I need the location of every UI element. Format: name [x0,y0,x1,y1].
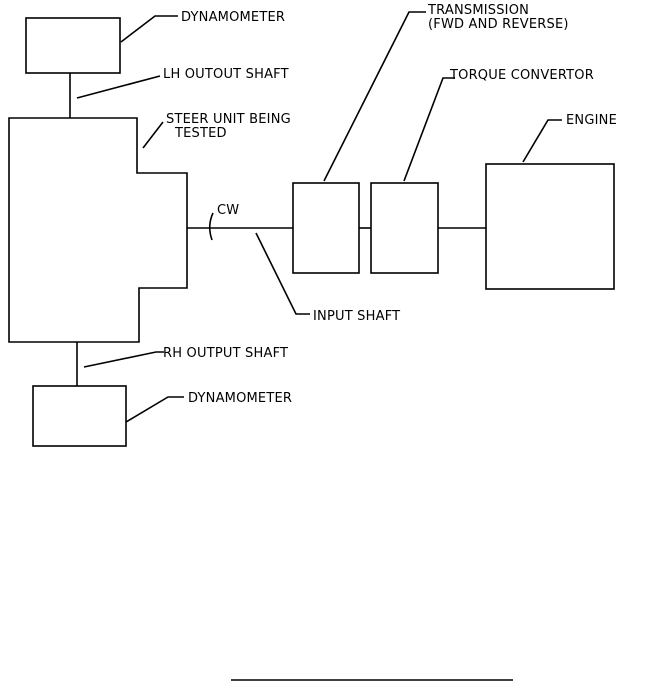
leader-rh-shaft [83,351,164,368]
label-steer-unit-line1: STEER UNIT BEING [166,112,291,127]
leader-transmission [323,11,426,182]
leader-input-shaft [255,232,310,315]
leader-engine [522,119,562,163]
steer-unit-box [8,117,188,343]
leader-steer-unit [142,121,164,149]
label-steer-unit-line2: TESTED [174,126,227,141]
engine-box [485,163,615,290]
label-cw: CW [217,203,239,218]
label-dynamometer-top: DYNAMOMETER [181,10,285,25]
label-dynamometer-bottom: DYNAMOMETER [188,391,292,406]
label-input-shaft: INPUT SHAFT [313,309,400,324]
label-transmission-line2: (FWD AND REVERSE) [428,17,569,32]
label-transmission-line1: TRANSMISSION [427,3,529,18]
label-lh-output-shaft: LH OUTOUT SHAFT [163,67,289,82]
leader-dyno-top [120,15,178,43]
label-rh-output-shaft: RH OUTPUT SHAFT [163,346,288,361]
cw-rotation-arrow [208,212,214,241]
label-engine: ENGINE [566,113,617,128]
leader-dyno-bottom [125,396,184,423]
label-torque-convertor: TORQUE CONVERTOR [449,68,594,83]
leader-lh-shaft [76,75,161,99]
dynamometer-top-box [25,17,121,74]
torque-convertor-box [370,182,439,274]
dynamometer-bottom-box [32,385,127,447]
leader-torque-convertor [403,77,455,182]
transmission-box [292,182,360,274]
